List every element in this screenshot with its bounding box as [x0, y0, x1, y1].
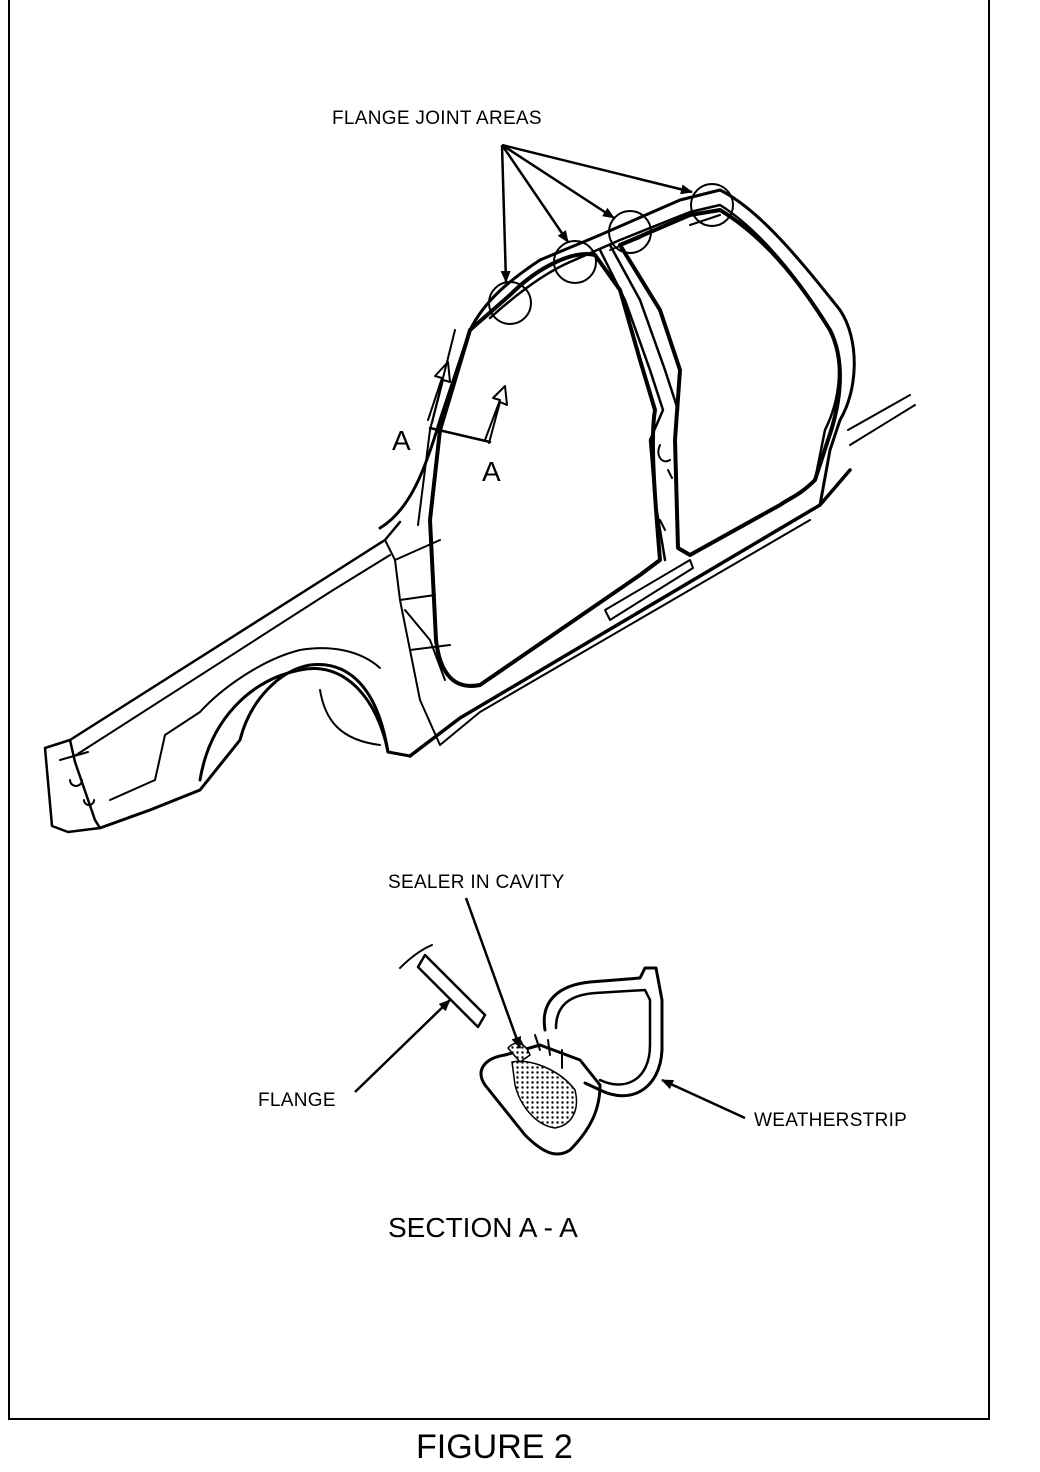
- flange-joint-circle-4: [690, 183, 734, 227]
- flange-label: FLANGE: [258, 1090, 336, 1111]
- b-pillar: [598, 243, 680, 562]
- wheel-arch: [198, 667, 390, 782]
- section-detail: [399, 944, 664, 1156]
- sealer-in-cavity-label: SEALER IN CAVITY: [388, 872, 565, 893]
- rear-end-panel: [43, 738, 102, 834]
- sealer-fill: [511, 1060, 578, 1129]
- roof-rail-outer: [378, 188, 856, 530]
- flange-piece: [416, 953, 487, 1029]
- flange-joint-circle-2: [553, 240, 597, 284]
- section-mark-left: A: [392, 425, 411, 456]
- flange-joint-areas-label: FLANGE JOINT AREAS: [332, 108, 542, 129]
- weatherstrip-bulb: [542, 966, 664, 1098]
- flange-joint-circle-3: [608, 210, 652, 254]
- quarter-panel-top: [68, 520, 402, 742]
- sealer-leader: [464, 897, 522, 1049]
- rocker-sill: [408, 468, 852, 758]
- section-mark-right: A: [482, 456, 501, 487]
- flange-joint-circles: [488, 183, 734, 325]
- weatherstrip-leader: [661, 1078, 746, 1120]
- flange-joint-circle-1: [488, 281, 532, 325]
- body-side-panel: [43, 188, 916, 834]
- flange-joint-leaders: [500, 143, 693, 283]
- section-line-a-a: [428, 426, 492, 444]
- section-title: SECTION A - A: [388, 1212, 578, 1243]
- figure-frame: [8, 0, 990, 1420]
- quarter-panel-lower: [98, 662, 412, 830]
- weatherstrip-label: WEATHERSTRIP: [754, 1110, 908, 1131]
- weatherstrip-carrier: [479, 1043, 602, 1156]
- flange-leader: [354, 999, 451, 1093]
- front-door-opening: [618, 208, 842, 557]
- section-leaders: [354, 897, 746, 1120]
- figure-caption: FIGURE 2: [416, 1428, 573, 1466]
